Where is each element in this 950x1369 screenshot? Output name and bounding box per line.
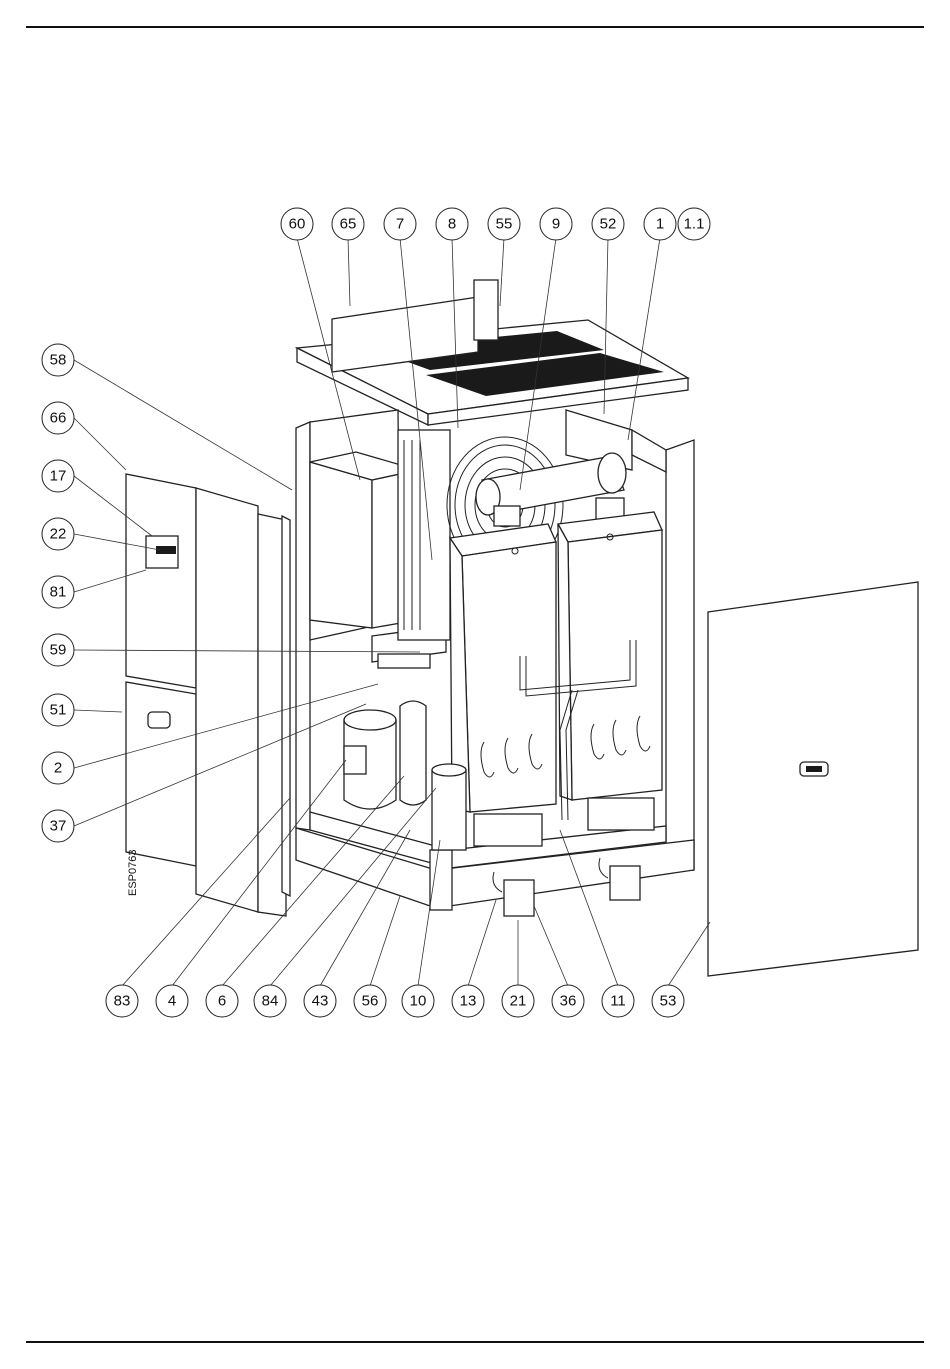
svg-text:6: 6 bbox=[218, 993, 226, 1010]
svg-text:1: 1 bbox=[656, 216, 664, 233]
svg-text:8: 8 bbox=[448, 216, 456, 233]
callout-83: 83 bbox=[106, 985, 138, 1017]
callout-22: 22 bbox=[42, 518, 74, 550]
svg-text:7: 7 bbox=[396, 216, 404, 233]
svg-text:84: 84 bbox=[262, 993, 279, 1010]
side-panel-inner bbox=[258, 514, 290, 916]
drawing-code: ESP0763 bbox=[127, 850, 139, 896]
callout-11: 11 bbox=[602, 985, 634, 1017]
callout-8: 8 bbox=[436, 208, 468, 240]
svg-text:58: 58 bbox=[50, 352, 67, 369]
front-panel-upper bbox=[126, 474, 196, 688]
svg-text:1.1: 1.1 bbox=[684, 216, 705, 233]
callout-51: 51 bbox=[42, 694, 74, 726]
callout-9: 9 bbox=[540, 208, 572, 240]
callout-66: 66 bbox=[42, 402, 74, 434]
svg-text:83: 83 bbox=[114, 993, 131, 1010]
svg-text:11: 11 bbox=[610, 993, 626, 1010]
svg-text:81: 81 bbox=[50, 584, 67, 601]
callout-4: 4 bbox=[156, 985, 188, 1017]
svg-text:10: 10 bbox=[410, 993, 427, 1010]
callout-17: 17 bbox=[42, 460, 74, 492]
callout-58: 58 bbox=[42, 344, 74, 376]
callout-7: 7 bbox=[384, 208, 416, 240]
callout-36: 36 bbox=[552, 985, 584, 1017]
svg-text:52: 52 bbox=[600, 216, 617, 233]
svg-text:60: 60 bbox=[289, 216, 306, 233]
callout-81: 81 bbox=[42, 576, 74, 608]
front-panel-lower bbox=[126, 682, 196, 866]
callout-1-1: 1.1 bbox=[678, 208, 710, 240]
callout-65: 65 bbox=[332, 208, 364, 240]
callout-60: 60 bbox=[281, 208, 313, 240]
callout-52: 52 bbox=[592, 208, 624, 240]
svg-text:36: 36 bbox=[560, 993, 577, 1010]
callout-56: 56 bbox=[354, 985, 386, 1017]
callout-53: 53 bbox=[652, 985, 684, 1017]
svg-text:2: 2 bbox=[54, 760, 62, 777]
svg-text:13: 13 bbox=[460, 993, 477, 1010]
svg-text:43: 43 bbox=[312, 993, 329, 1010]
callout-2: 2 bbox=[42, 752, 74, 784]
svg-text:65: 65 bbox=[340, 216, 357, 233]
callout-84: 84 bbox=[254, 985, 286, 1017]
svg-text:9: 9 bbox=[552, 216, 560, 233]
svg-text:4: 4 bbox=[168, 993, 176, 1010]
svg-text:59: 59 bbox=[50, 642, 67, 659]
svg-text:53: 53 bbox=[660, 993, 677, 1010]
callout-1: 1 bbox=[644, 208, 676, 240]
callout-37: 37 bbox=[42, 810, 74, 842]
svg-text:17: 17 bbox=[50, 468, 67, 485]
callout-55: 55 bbox=[488, 208, 520, 240]
heater-unit-right bbox=[558, 512, 662, 800]
callout-6: 6 bbox=[206, 985, 238, 1017]
svg-text:56: 56 bbox=[362, 993, 379, 1010]
callout-13: 13 bbox=[452, 985, 484, 1017]
svg-text:66: 66 bbox=[50, 410, 67, 427]
callout-43: 43 bbox=[304, 985, 336, 1017]
right-side-panel bbox=[708, 582, 918, 976]
side-panel-middle bbox=[196, 488, 258, 912]
svg-text:55: 55 bbox=[496, 216, 513, 233]
svg-text:21: 21 bbox=[510, 993, 527, 1010]
callout-21: 21 bbox=[502, 985, 534, 1017]
svg-text:51: 51 bbox=[50, 702, 67, 719]
callout-10: 10 bbox=[402, 985, 434, 1017]
svg-text:22: 22 bbox=[50, 526, 67, 543]
callout-59: 59 bbox=[42, 634, 74, 666]
svg-text:37: 37 bbox=[50, 818, 67, 835]
